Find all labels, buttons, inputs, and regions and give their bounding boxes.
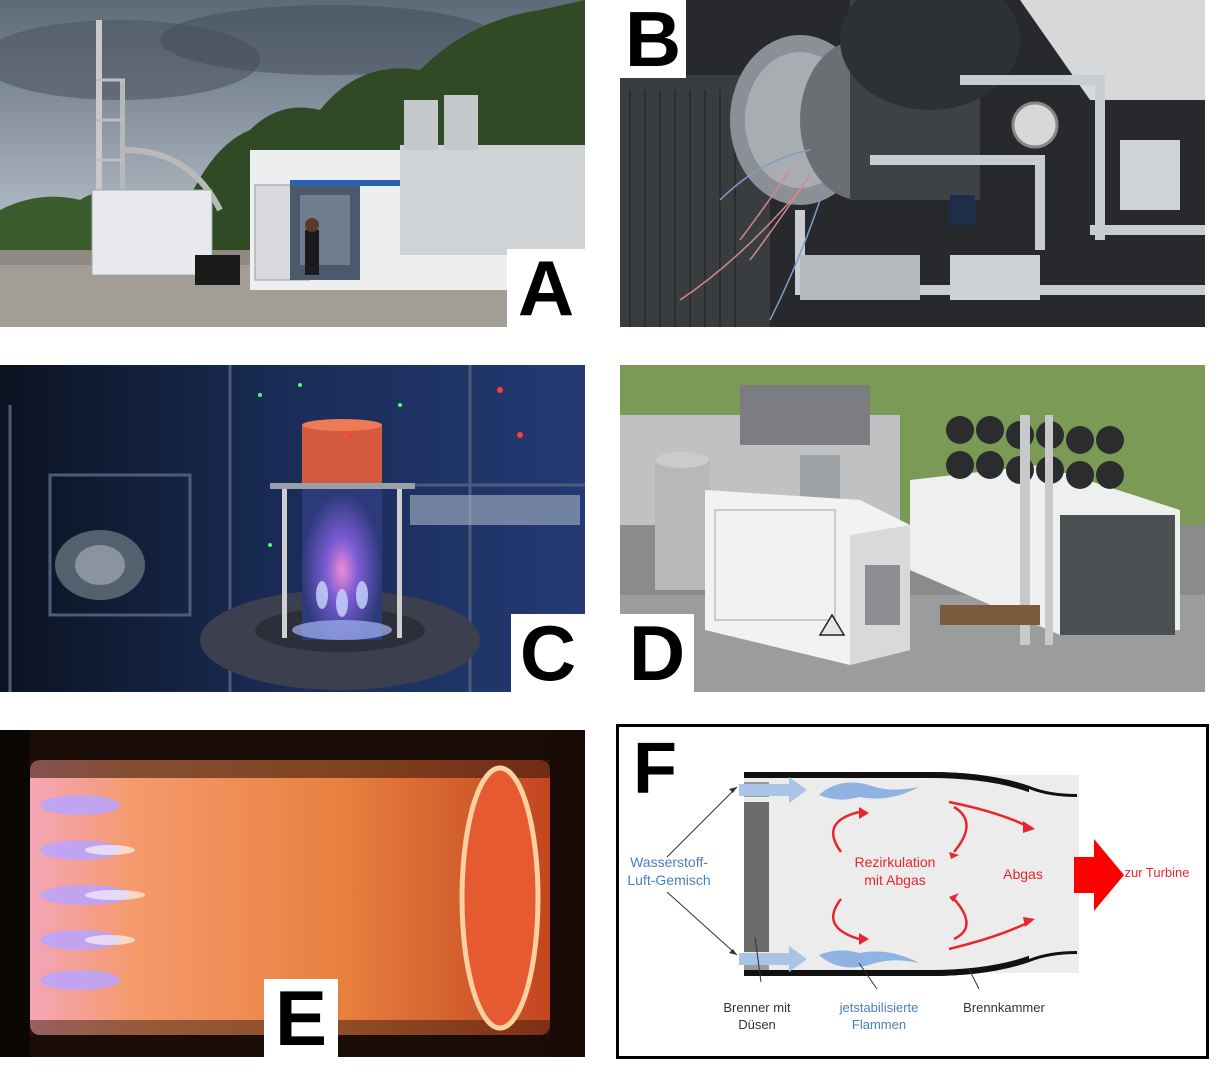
panel-letter-a: A [507, 249, 585, 327]
panel-letter-f: F [633, 729, 677, 809]
label-chamber: Brennkammer [963, 1000, 1045, 1015]
outdoor-container-photo [0, 0, 585, 327]
photo-panel-c: C [0, 365, 585, 692]
panel-letter-e: E [264, 979, 338, 1057]
combustion-chamber-diagram: Wasserstoff- Luft-Gemisch Rezirkulation … [627, 772, 1190, 1032]
combustion-chamber-lab-photo [0, 365, 585, 692]
photo-panel-b: B [620, 0, 1205, 327]
inflow-arrow-top [739, 777, 807, 803]
photo-panel-e: E [0, 730, 585, 1057]
label-flames-line1: jetstabilisierte [839, 1000, 919, 1015]
rooftop-containers-photo [620, 365, 1205, 692]
panel-letter-d: D [620, 614, 694, 692]
label-burner-line2: Düsen [738, 1017, 776, 1032]
schematic-panel-f: Wasserstoff- Luft-Gemisch Rezirkulation … [616, 724, 1209, 1059]
flame-top [819, 782, 919, 800]
flame-bottom [819, 950, 919, 968]
panel-letter-c: C [511, 614, 585, 692]
label-mixture-line2: Luft-Gemisch [627, 872, 710, 888]
inflow-arrow-bottom [739, 946, 807, 972]
photo-panel-d: D [620, 365, 1205, 692]
photo-panel-a: A [0, 0, 585, 327]
label-recirc-line2: mit Abgas [864, 872, 925, 888]
panel-letter-b: B [620, 0, 686, 78]
label-exhaust: Abgas [1003, 866, 1043, 882]
burner-piping-photo [620, 0, 1205, 327]
label-recirc-line1: Rezirkulation [855, 854, 936, 870]
label-mixture-line1: Wasserstoff- [630, 854, 708, 870]
label-to-turbine: zur Turbine [1124, 865, 1189, 880]
exhaust-arrow [1074, 839, 1124, 911]
label-burner-line1: Brenner mit [723, 1000, 791, 1015]
burner-block [744, 802, 769, 952]
label-flames-line2: Flammen [852, 1017, 906, 1032]
